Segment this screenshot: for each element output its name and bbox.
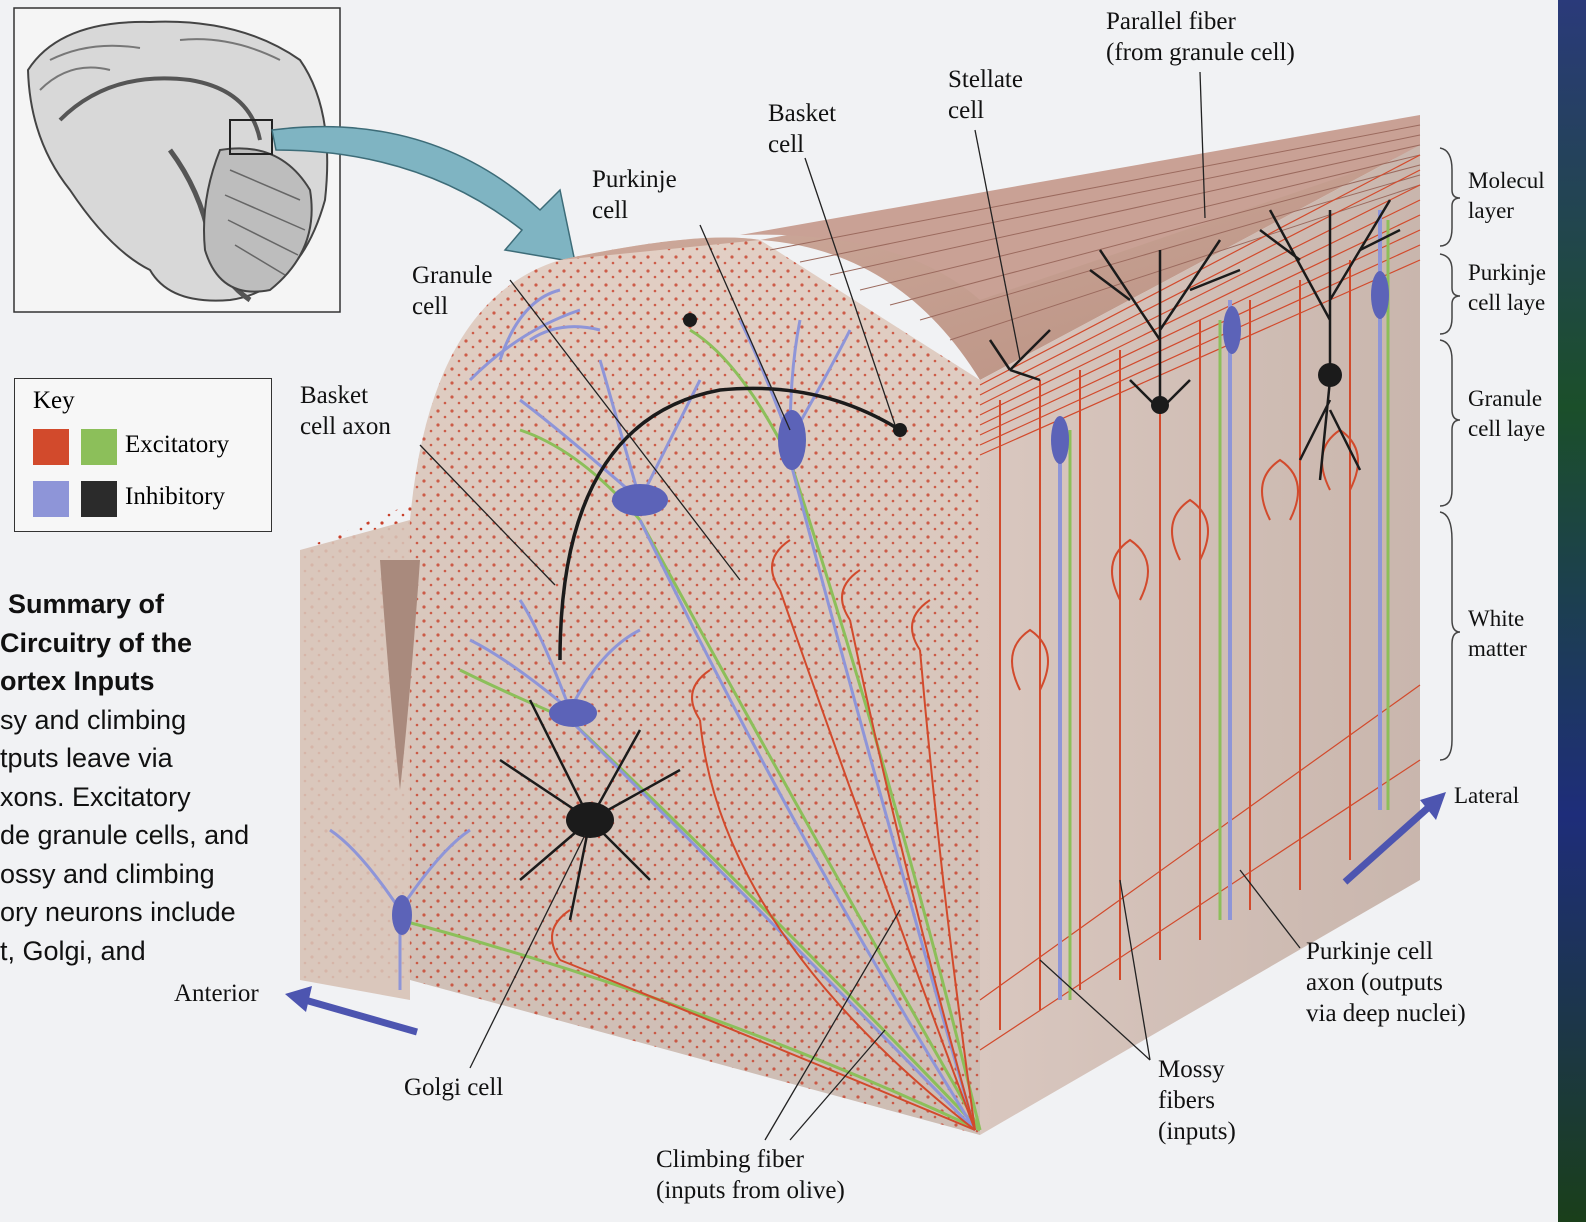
caption-line: ortex Inputs (0, 662, 272, 701)
key-excitatory-label: Excitatory (125, 431, 229, 459)
excitatory-green-swatch (81, 429, 117, 465)
label-parallel-fiber: Parallel fiber(from granule cell) (1106, 6, 1295, 68)
key-inhibitory-label: Inhibitory (125, 483, 225, 511)
excitatory-red-swatch (33, 429, 69, 465)
legend-key: Key Excitatory Inhibitory (14, 378, 272, 532)
caption-line: ossy and climbing (0, 855, 272, 894)
label-golgi-cell: Golgi cell (404, 1072, 503, 1103)
inhibitory-black-swatch (81, 481, 117, 517)
key-title: Key (33, 387, 75, 415)
caption-line: tputs leave via (0, 739, 272, 778)
figure-caption: Summary of Circuitry of the ortex Inputs… (0, 585, 272, 970)
caption-line: xons. Excitatory (0, 778, 272, 817)
caption-line: Summary of (0, 585, 272, 624)
caption-line: ory neurons include (0, 893, 272, 932)
caption-line: sy and climbing (0, 701, 272, 740)
page-edge-strip (1558, 0, 1586, 1222)
caption-line: Circuitry of the (0, 624, 272, 663)
label-anterior: Anterior (174, 978, 259, 1009)
layer-brackets (1440, 148, 1460, 760)
caption-line: t, Golgi, and (0, 932, 272, 971)
caption-line: de granule cells, and (0, 816, 272, 855)
inset-brain-image (14, 8, 340, 312)
label-lateral: Lateral (1454, 780, 1519, 811)
label-climbing-fiber: Climbing fiber(inputs from olive) (656, 1144, 845, 1206)
inhibitory-blue-swatch (33, 481, 69, 517)
